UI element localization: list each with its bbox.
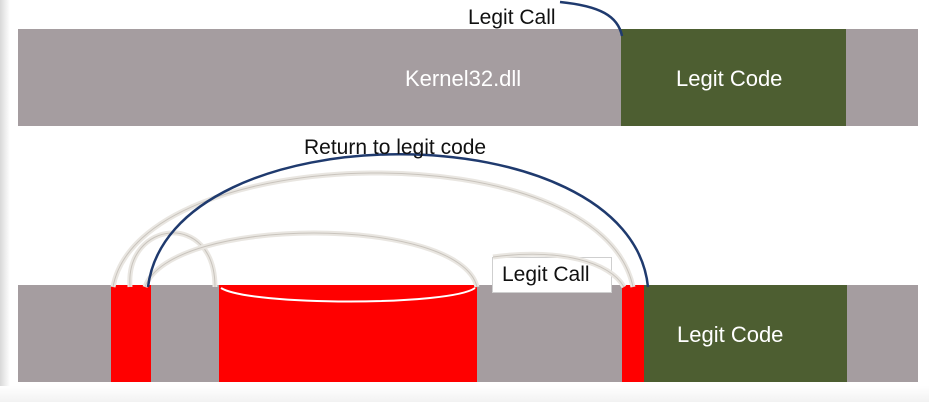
- bottom-legit-code-block: [644, 285, 847, 382]
- bottom-legit-call-label: Legit Call: [502, 263, 590, 286]
- return-label: Return to legit code: [304, 136, 487, 159]
- top-legit-code-block: [621, 29, 846, 126]
- inner-white-arc: [220, 287, 476, 303]
- left-edge-shadow: [0, 0, 10, 402]
- grey-arc-callout-edge: [492, 253, 625, 288]
- bottom-edge-shadow: [0, 386, 929, 402]
- grey-arc-mid-edge: [144, 232, 478, 288]
- return-arc: [146, 153, 650, 288]
- top-legit-code-label: Legit Code: [676, 66, 783, 91]
- grey-arc-big-outer-edge: [112, 172, 634, 288]
- module-label: Kernel32.dll: [405, 66, 522, 91]
- top-call-arc: [559, 0, 624, 37]
- bottom-legit-code-label: Legit Code: [677, 322, 784, 347]
- injected-block-3: [622, 285, 644, 382]
- top-legit-call-label: Legit Call: [468, 6, 556, 29]
- injected-block-1: [111, 285, 151, 382]
